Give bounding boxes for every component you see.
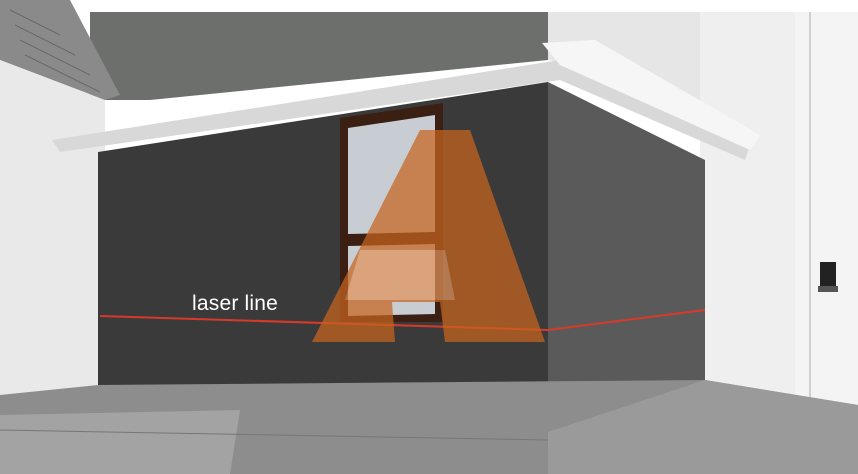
roof-tile-lines (9, 9, 101, 93)
laser-level-icon (818, 262, 838, 292)
laser-line-label: laser line (192, 292, 279, 315)
far-right-building (795, 12, 858, 442)
laser-line (99, 309, 706, 332)
left-neighbor-wall (0, 60, 105, 420)
ground-right-slab (548, 380, 858, 474)
right-building (700, 12, 810, 412)
ground-seam (0, 429, 549, 441)
side-wall (548, 82, 705, 432)
orange-triangle-logo-icon (312, 130, 545, 342)
roof-eave (52, 60, 750, 160)
upper-eave (542, 40, 760, 150)
ground-left-slab (0, 410, 240, 474)
background-wall (90, 12, 548, 100)
